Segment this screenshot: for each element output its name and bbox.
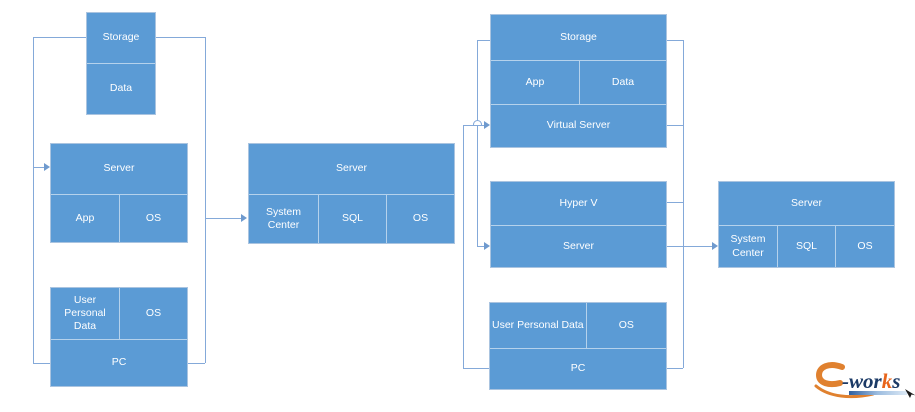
far-right-server-box: Server System Center SQL OS bbox=[718, 181, 895, 268]
right-pc-box: User Personal Data OS PC bbox=[489, 302, 667, 390]
left-pc-box: User Personal Data OS PC bbox=[50, 287, 188, 387]
left-server-label: Server bbox=[103, 162, 135, 175]
eworks-logo-text-accent: k bbox=[882, 369, 893, 393]
far-right-server-label: Server bbox=[791, 196, 822, 209]
right-storage-box: Storage App Data Virtual Server bbox=[490, 14, 667, 148]
middle-server-box: Server System Center SQL OS bbox=[248, 143, 455, 244]
cursor-icon bbox=[905, 389, 915, 398]
far-right-system-center-label: System Center bbox=[730, 233, 766, 259]
right-pc-os-label: OS bbox=[585, 303, 666, 348]
arrowhead-hyperv-server bbox=[484, 242, 490, 250]
connector-to-far-right-server bbox=[667, 246, 713, 247]
eworks-logo-text-1: -wor bbox=[842, 369, 883, 393]
connector-to-middle-server bbox=[205, 218, 242, 219]
eworks-logo-bar bbox=[849, 391, 907, 395]
connector-right-loop-left bbox=[477, 40, 478, 246]
right-pc-label: PC bbox=[490, 348, 666, 389]
left-data-label: Data bbox=[87, 63, 155, 114]
right-storage-label: Storage bbox=[560, 30, 597, 43]
arrowhead-virtual-server bbox=[484, 121, 490, 129]
left-user-personal-data-label: User Personal Data bbox=[64, 293, 106, 333]
stub-hyperv-right bbox=[667, 202, 683, 203]
connector-to-left-server bbox=[33, 167, 45, 168]
left-os-label: OS bbox=[119, 195, 187, 242]
connector-to-hyperv-server bbox=[477, 246, 485, 247]
right-app-label: App bbox=[525, 75, 545, 88]
eworks-logo-e-swoosh bbox=[814, 362, 875, 399]
left-storage-box: Storage Data bbox=[86, 12, 156, 115]
right-user-personal-data-label: User Personal Data bbox=[492, 318, 584, 331]
hyperv-server-label: Server bbox=[491, 225, 666, 267]
stub-virtual-server-right bbox=[667, 125, 683, 126]
middle-os-label: OS bbox=[386, 195, 454, 243]
left-app-label: App bbox=[75, 211, 95, 224]
middle-system-center-label: System Center bbox=[265, 205, 301, 231]
left-pc-label: PC bbox=[51, 339, 187, 386]
connector-virtual-server-riser bbox=[463, 125, 464, 368]
left-pc-os-label: OS bbox=[119, 288, 187, 339]
hyperv-label: Hyper V bbox=[559, 196, 598, 209]
connector-right-loop-right bbox=[683, 40, 684, 368]
far-right-os-label: OS bbox=[835, 226, 894, 267]
line-jump bbox=[473, 120, 482, 125]
right-data-label: Data bbox=[579, 61, 666, 104]
virtual-server-label: Virtual Server bbox=[491, 104, 666, 147]
hyperv-box: Hyper V Server bbox=[490, 181, 667, 268]
arrowhead-far-right-server bbox=[712, 242, 718, 250]
left-storage-label: Storage bbox=[102, 31, 140, 44]
eworks-logo-text-2: s bbox=[891, 369, 900, 393]
middle-sql-label: SQL bbox=[318, 195, 386, 243]
left-server-box: Server App OS bbox=[50, 143, 188, 243]
arrowhead-left-server bbox=[44, 163, 50, 171]
middle-server-label: Server bbox=[336, 162, 367, 175]
connector-left-loop-right bbox=[205, 37, 206, 363]
far-right-sql-label: SQL bbox=[777, 226, 835, 267]
eworks-logo: -works bbox=[814, 362, 915, 399]
connector-to-virtual-server bbox=[463, 125, 485, 126]
arrowhead-middle-server bbox=[241, 214, 247, 222]
svg-text:-works: -works bbox=[842, 369, 900, 393]
connector-left-loop-left bbox=[33, 37, 34, 363]
